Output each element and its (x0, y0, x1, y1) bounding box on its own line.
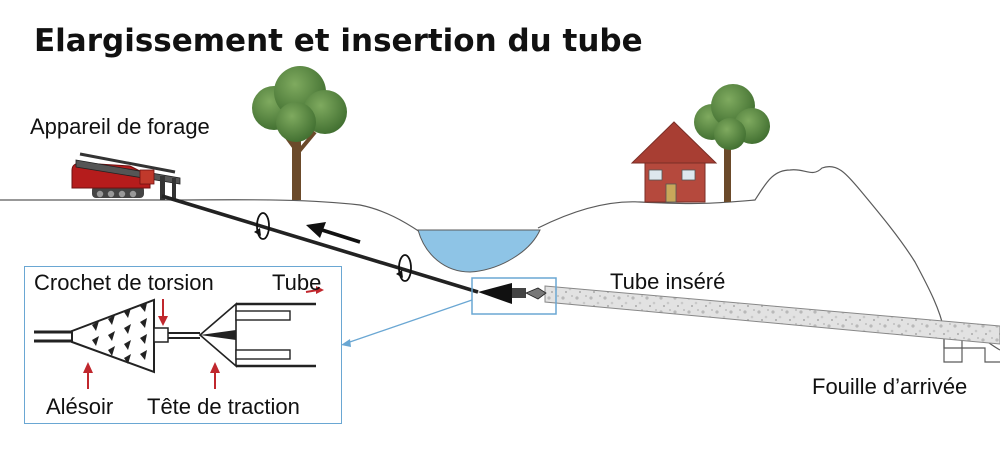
pulling-head-label: Tête de traction (147, 394, 300, 419)
tree-right (694, 84, 770, 202)
exit-pit-label: Fouille d’arrivée (812, 374, 968, 399)
rotation-icon (396, 254, 412, 282)
inset-tube-top (235, 310, 291, 321)
river (417, 229, 541, 273)
inset-detail (34, 286, 324, 389)
house (630, 121, 718, 203)
detail-highlight-box (471, 277, 557, 315)
drill-string (161, 194, 479, 294)
tube-label: Tube (272, 270, 322, 295)
torsion-hook (153, 327, 169, 343)
reamer-small (478, 283, 547, 304)
drill-rig-label: Appareil de forage (30, 114, 210, 139)
tree-left (252, 66, 347, 200)
inserted-tube-label: Tube inséré (610, 269, 726, 294)
drill-rig (71, 152, 181, 200)
torsion-hook-label: Crochet de torsion (34, 270, 214, 295)
rotation-icon (254, 212, 270, 240)
inset-tube-bottom (235, 349, 291, 360)
diagram-title: Elargissement et insertion du tube (34, 23, 643, 59)
reamer-label: Alésoir (46, 394, 114, 419)
exit-pit (943, 328, 1000, 363)
inserted-tube (544, 285, 1000, 345)
callout-line (341, 299, 473, 347)
inset-frame (24, 266, 342, 424)
pull-direction-arrow (306, 222, 361, 244)
